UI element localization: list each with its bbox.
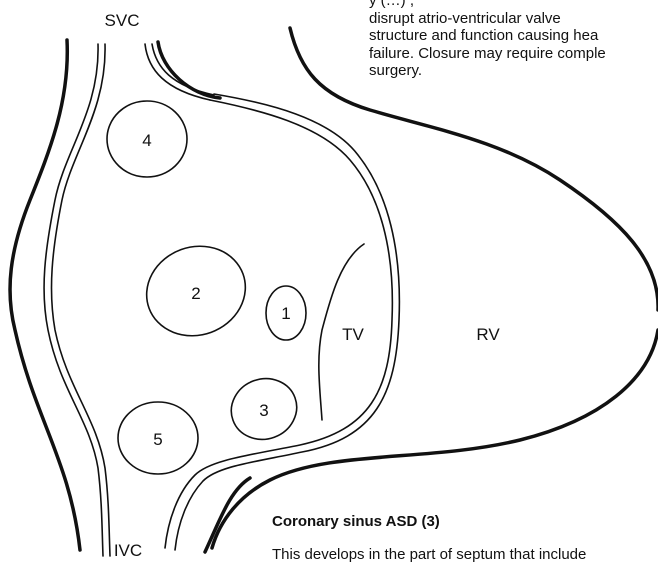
septum-outline-outer bbox=[165, 100, 392, 548]
svc-left-wall-outer bbox=[44, 44, 103, 556]
svc-label: SVC bbox=[105, 11, 140, 30]
svc-left-wall-inner bbox=[51, 44, 110, 556]
coronary-sinus-heading: Coronary sinus ASD (3) bbox=[272, 513, 440, 530]
coronary-sinus-paragraph: This develops in the part of septum that… bbox=[272, 546, 586, 563]
top-line-4: surgery. bbox=[369, 62, 606, 80]
top-line-2: structure and function causing hea bbox=[369, 27, 606, 45]
defect-4-label: 4 bbox=[142, 131, 151, 150]
outer-left-wall bbox=[10, 40, 80, 550]
rv-label: RV bbox=[476, 325, 500, 344]
top-paragraph: y (…) , disrupt atrio-ventricular valve … bbox=[369, 0, 606, 80]
defect-2-label: 2 bbox=[191, 284, 200, 303]
top-line-0: y (…) , bbox=[369, 0, 606, 10]
ivc-label: IVC bbox=[114, 541, 142, 560]
svc-right-thick bbox=[158, 42, 220, 98]
tv-label: TV bbox=[342, 325, 364, 344]
top-line-3: failure. Closure may require comple bbox=[369, 45, 606, 63]
defect-3-label: 3 bbox=[259, 401, 268, 420]
top-line-1: disrupt atrio-ventricular valve bbox=[369, 10, 606, 28]
defect-1-label: 1 bbox=[281, 304, 290, 323]
defect-5-label: 5 bbox=[153, 430, 162, 449]
